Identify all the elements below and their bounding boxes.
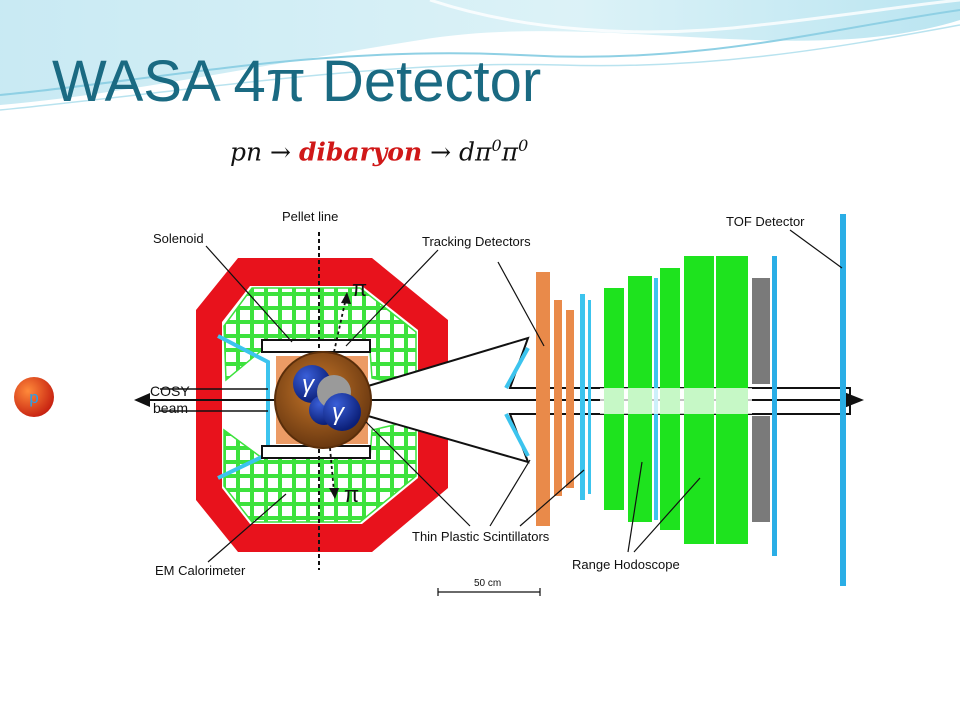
forward-scintillator-1 xyxy=(580,294,585,500)
equation-dibaryon: dibaryon xyxy=(298,137,423,167)
label-scale: 50 cm xyxy=(474,578,501,589)
pion-track-down xyxy=(329,447,335,493)
tof-detector xyxy=(840,214,846,586)
nucleon-4 xyxy=(323,393,361,431)
veto-gray-upper xyxy=(752,278,770,384)
equation-sup-1: 0 xyxy=(491,136,502,155)
label-tracking-detectors: Tracking Detectors xyxy=(422,234,531,249)
proton-badge: p xyxy=(14,377,54,417)
forward-scintillator-2 xyxy=(588,300,591,494)
gamma-1: γ xyxy=(302,371,316,398)
forward-tracker-2 xyxy=(554,300,562,496)
leader-tracking-2 xyxy=(497,261,545,347)
inner-scintillator-left xyxy=(217,334,270,480)
label-thin-plastic: Thin Plastic Scintillators xyxy=(412,529,550,544)
label-range-hodoscope: Range Hodoscope xyxy=(572,557,680,572)
leader-range-2 xyxy=(633,477,701,553)
pion-label-top: π xyxy=(352,276,367,301)
leader-tof xyxy=(789,229,843,269)
equation-box xyxy=(168,126,722,180)
forward-tracker-1 xyxy=(536,272,550,526)
pion-label-bottom: π xyxy=(344,482,359,507)
leader-thin-2 xyxy=(489,459,531,527)
solenoid-top xyxy=(261,339,371,353)
header-wave-decoration xyxy=(0,0,960,111)
leader-emcal xyxy=(207,493,287,563)
label-solenoid: Solenoid xyxy=(153,231,204,246)
label-tof-detector: TOF Detector xyxy=(726,214,805,229)
reaction-equation: pn → dibaryon → dπ0π0 xyxy=(230,136,528,166)
leader-solenoid xyxy=(205,245,293,343)
beam-arrow-right xyxy=(844,392,864,408)
label-em-calorimeter: EM Calorimeter xyxy=(155,563,246,578)
gamma-2: γ xyxy=(332,399,346,426)
leader-thin-1 xyxy=(365,421,471,527)
veto-cyan xyxy=(772,256,777,556)
leader-tracking-1 xyxy=(345,249,439,347)
equation-arrow: → dπ xyxy=(430,137,492,167)
forward-window-cyan xyxy=(504,347,530,457)
equation-lhs: pn → xyxy=(230,137,291,167)
label-cosy: COSY xyxy=(150,383,190,399)
equation-sup-2: 0 xyxy=(518,136,529,155)
veto-gray-lower xyxy=(752,416,770,522)
label-pellet-line: Pellet line xyxy=(282,209,338,224)
leader-range-1 xyxy=(627,461,643,553)
label-beam: beam xyxy=(153,400,188,416)
forward-tracker-3 xyxy=(566,310,574,488)
range-hodoscope-gap-cover xyxy=(600,388,752,414)
leader-thin-3 xyxy=(519,469,585,527)
equation-pi: π xyxy=(501,137,519,167)
proton-label: p xyxy=(29,388,38,407)
pion-arrowhead-up xyxy=(341,292,351,304)
calorimeter-yoke xyxy=(196,258,448,552)
beam-arrow-left xyxy=(134,393,150,407)
pion-arrowhead-down xyxy=(329,488,339,499)
slide-title: WASA 4π Detector xyxy=(52,49,542,114)
